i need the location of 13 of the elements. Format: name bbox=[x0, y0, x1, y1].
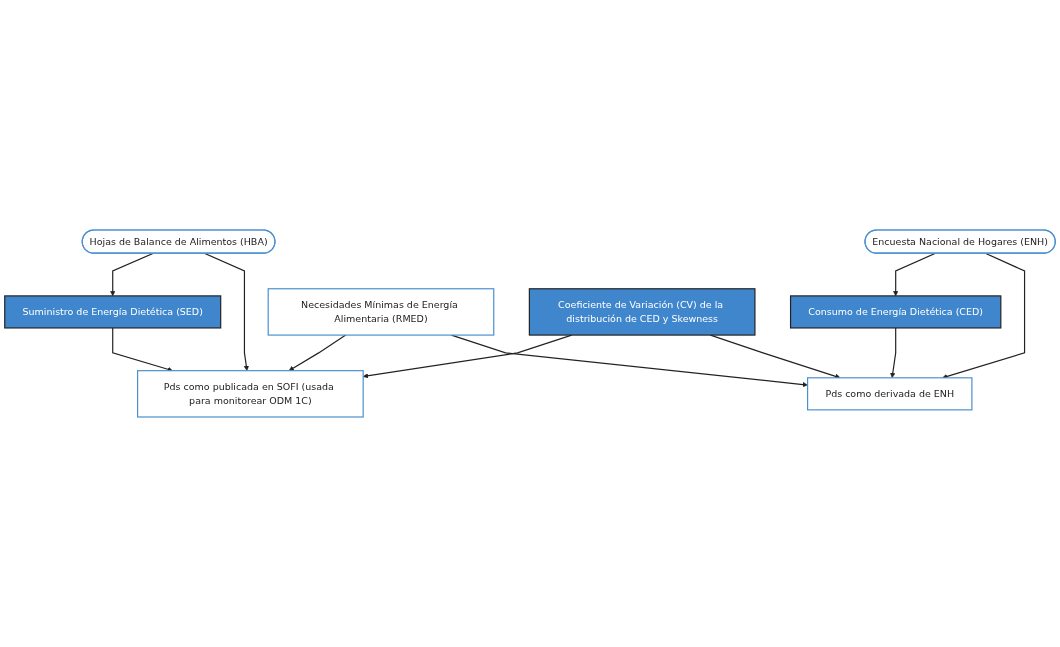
arrow bbox=[942, 252, 1026, 379]
arrow bbox=[288, 334, 347, 371]
node-box: Coeficiente de Variación (CV) de la distribución de CED y Skewness bbox=[528, 288, 756, 336]
node-box: Necesidades Mínimas de Energía Alimentaria (RMED) bbox=[267, 288, 495, 336]
arrow bbox=[893, 252, 936, 297]
node-box: Pds como publicada en SOFI (usada para monitorear ODM 1C) bbox=[137, 370, 364, 418]
node-box: Consumo de Energía Dietética (CED) bbox=[789, 295, 1002, 329]
arrow bbox=[110, 252, 154, 297]
node-box: Suministro de Energía Dietética (SED) bbox=[4, 295, 222, 329]
arrow bbox=[204, 252, 249, 371]
arrow bbox=[112, 327, 173, 372]
arrow bbox=[890, 327, 897, 379]
node-box: Pds como derivada de ENH bbox=[807, 377, 973, 411]
